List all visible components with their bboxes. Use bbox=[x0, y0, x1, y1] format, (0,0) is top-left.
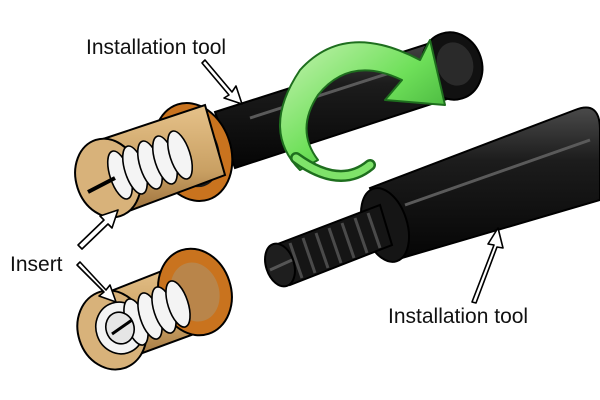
installation-tool-bottom-label: Installation tool bbox=[388, 305, 529, 328]
installation-tool-top-label: Installation tool bbox=[86, 36, 227, 59]
insert-on-tool bbox=[74, 102, 234, 219]
rotation-arrow-icon bbox=[279, 39, 446, 182]
threaded-shaft bbox=[264, 203, 394, 288]
insert-standalone bbox=[76, 247, 233, 371]
insert-label: Insert bbox=[10, 253, 63, 276]
pointer-arrow-icon bbox=[76, 59, 504, 304]
